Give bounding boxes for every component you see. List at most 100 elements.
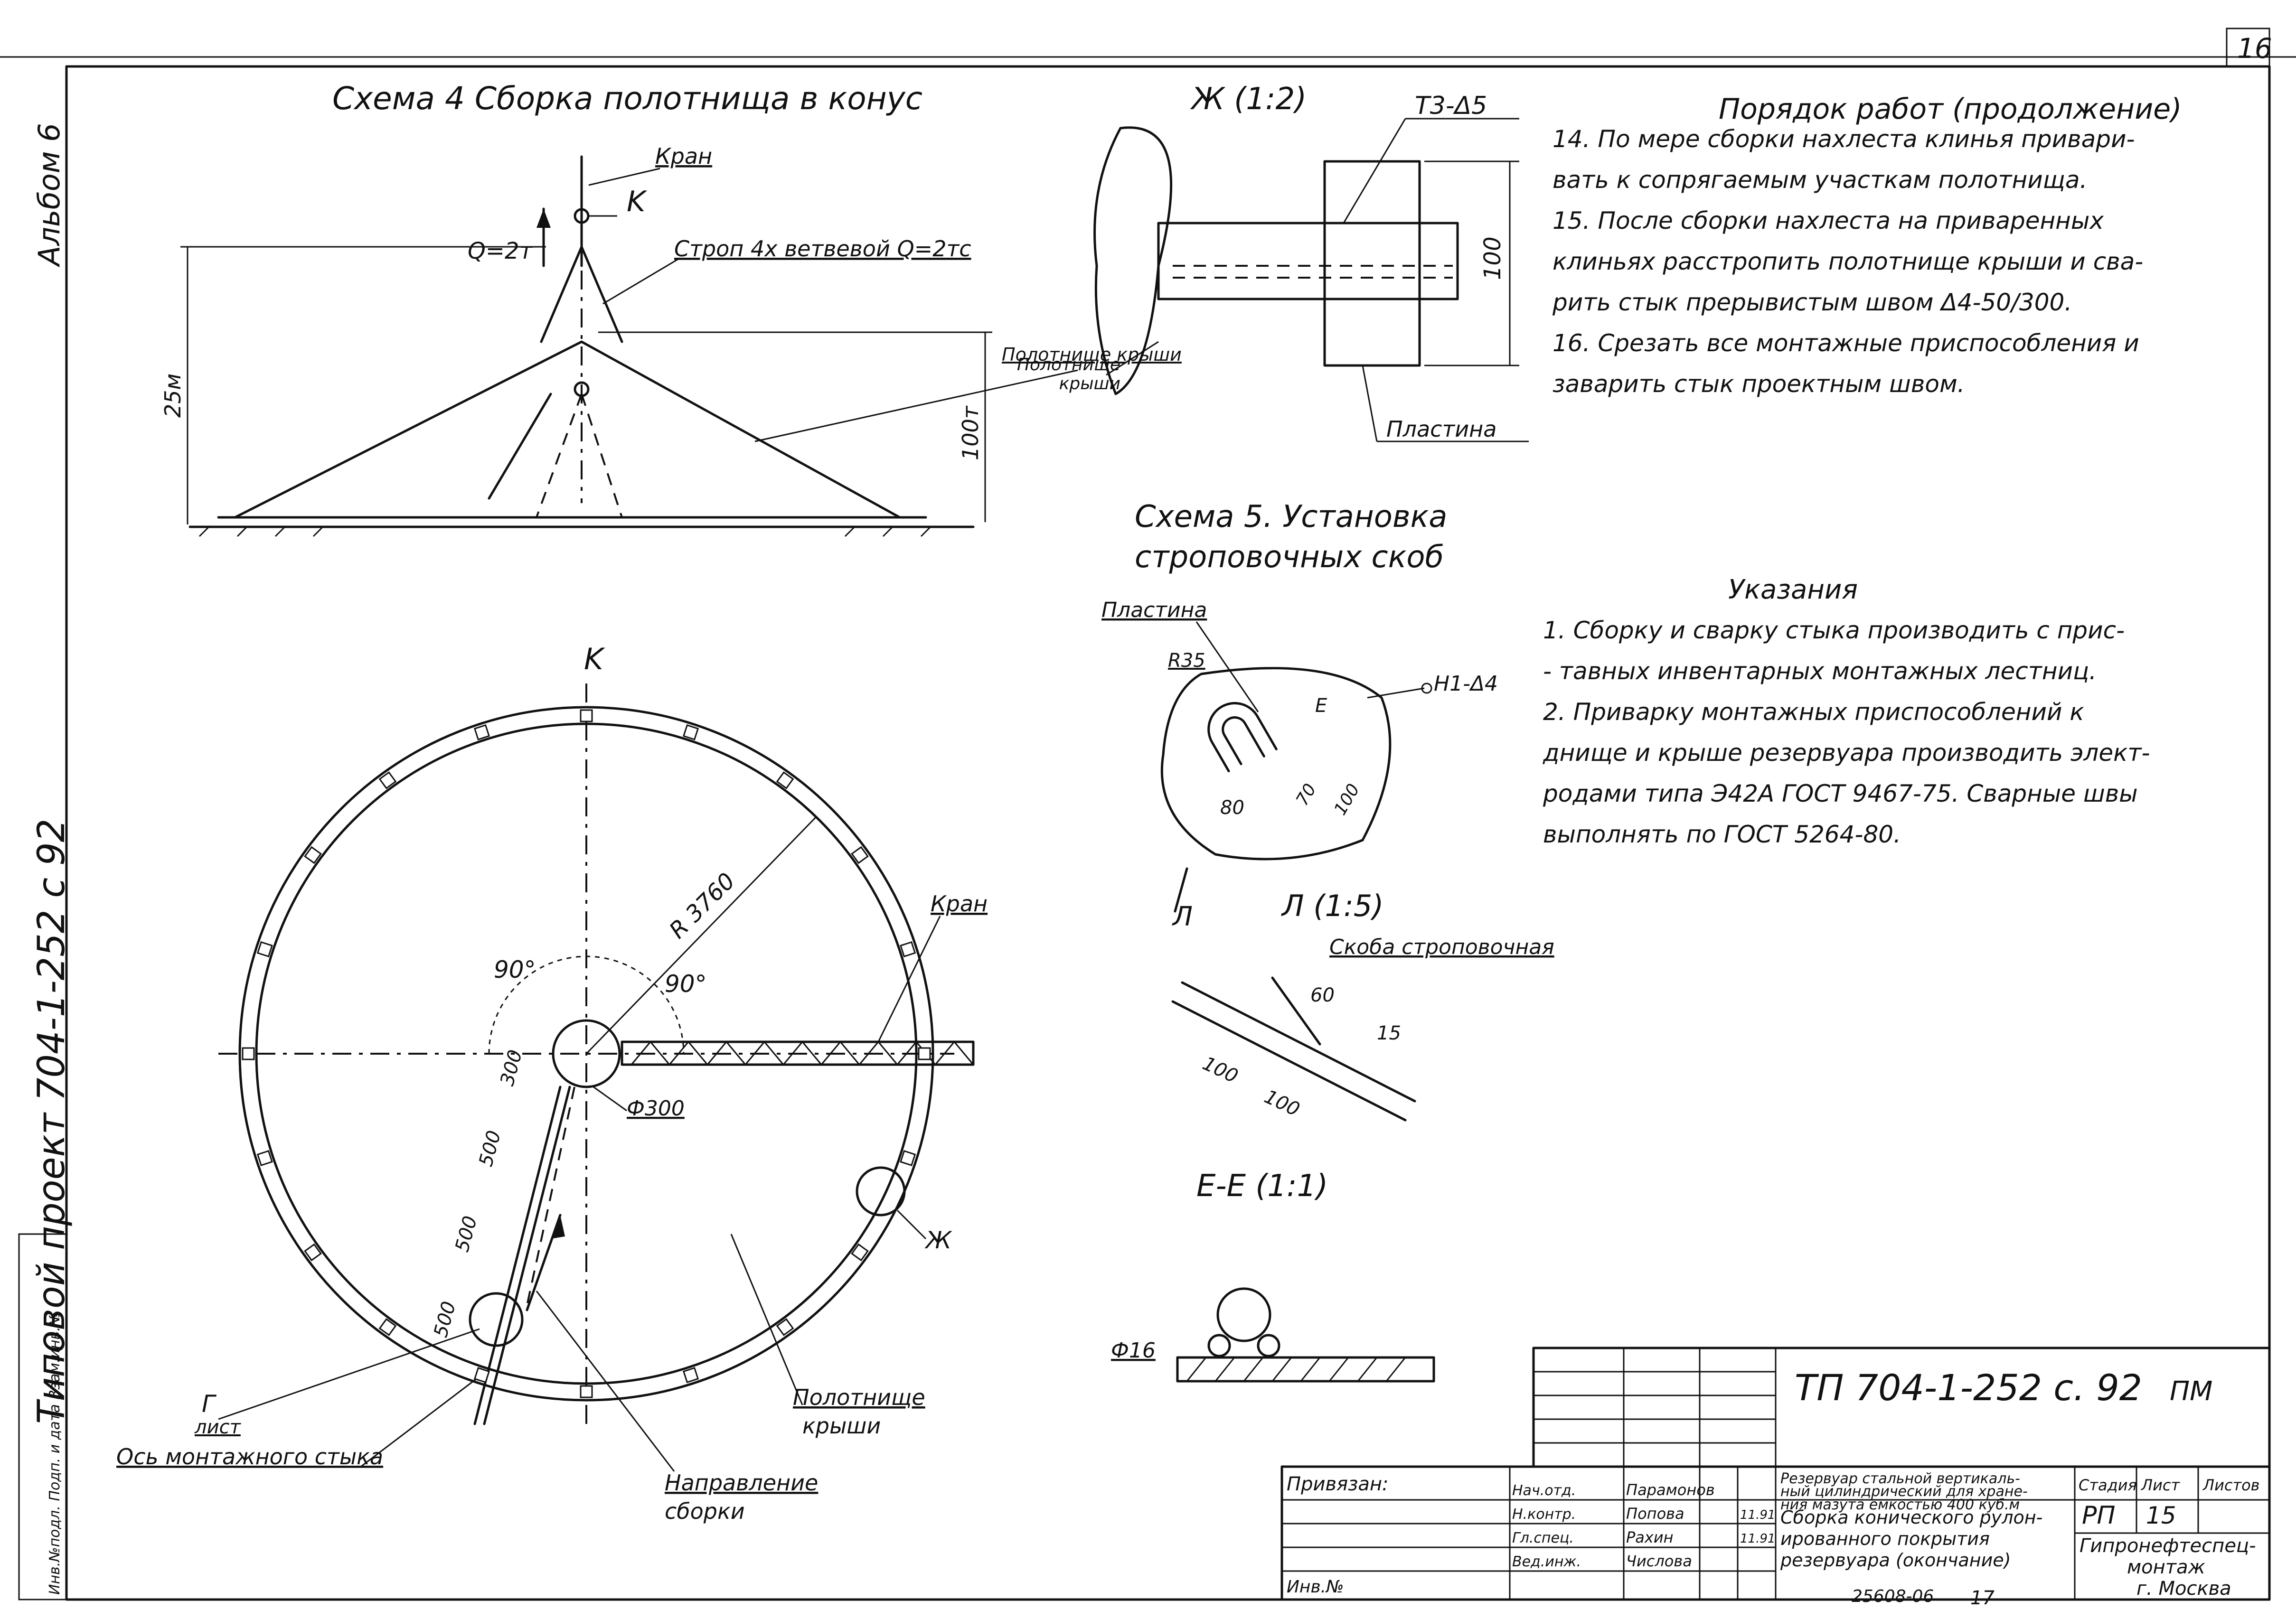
tb-stage-h: Стадия (2079, 1476, 2137, 1494)
ring-clamp (256, 1150, 273, 1167)
tb-drawing-3: резервуара (окончание) (1780, 1550, 2011, 1571)
tb-pm: ПМ (2170, 1376, 2212, 1407)
e-label-s5: Е (1315, 695, 1327, 717)
tb-date-1: 11.91 (1740, 1508, 1775, 1522)
section-e: Е-Е (1:1) Ф16 (1111, 1169, 1435, 1383)
tb-role-1: Нач.отд. (1512, 1482, 1576, 1499)
ring-clamp (378, 771, 397, 789)
tb-order: 25608-06 (1852, 1587, 1934, 1606)
dim-80: 80 (1220, 797, 1244, 819)
radius-line (585, 815, 818, 1055)
ring-clamp (378, 1318, 397, 1336)
crane-lattice (630, 1040, 974, 1066)
ring-clamp (776, 771, 794, 789)
cover-label-s4: Полотнище крыши (1002, 344, 1182, 365)
section-l: Л Л (1:5) Скоба строповочная 60 15 100 1… (1171, 867, 1554, 1122)
joint-axis: Ось монтажного стыка (116, 1444, 383, 1469)
weld-leader (1343, 118, 1406, 224)
seam-line-1 (473, 1086, 562, 1425)
ground-hatch (198, 526, 932, 537)
dir-arrowhead (551, 1215, 565, 1239)
inner-dash-1 (536, 393, 583, 518)
ring-clamp (256, 941, 273, 957)
seam-dash-plan (526, 1086, 575, 1306)
tb-name-1: Парамонов (1626, 1481, 1715, 1499)
side-stamp-box (18, 1233, 67, 1600)
weld-dot (1421, 683, 1432, 694)
plate-rect (1323, 160, 1421, 367)
crane-plan: Кран (931, 891, 988, 917)
scheme-4: Схема 4 Сборка полотнища в конус Кран K … (160, 80, 1182, 537)
tb-sheets-h: Листов (2202, 1476, 2260, 1494)
tb-object-2: ный цилиндрический для хране- (1780, 1483, 2028, 1500)
tb-drawing-1: Сборка конического рулон- (1780, 1507, 2042, 1528)
work-order-line: вать к сопрягаемым участкам полотнища. (1553, 166, 2088, 194)
scheme-5: Схема 5. Установка строповочных скоб Пла… (1101, 499, 1498, 861)
instructions-notes: 1. Сборку и сварку стыка производить с п… (1543, 610, 2150, 855)
instruction-line: 1. Сборку и сварку стыка производить с п… (1543, 617, 2125, 644)
ring-clamp (580, 1385, 593, 1398)
cover-zh-1: Полотнище (1017, 355, 1120, 374)
ring-clamp (900, 941, 916, 957)
section-plate-2 (1171, 1000, 1407, 1122)
radius-label: R 3760 (664, 868, 740, 944)
dir-leader (536, 1291, 675, 1472)
tb-page: 17 (1970, 1587, 1995, 1609)
tb-org-2: монтаж (2127, 1556, 2205, 1578)
dim-15: 15 (1377, 1022, 1401, 1044)
work-order-title: Порядок работ (продолжение) (1719, 93, 2182, 126)
ring-clamp (851, 1243, 869, 1262)
detail-blob (1160, 667, 1392, 861)
break-outline (1093, 126, 1173, 395)
weld-zh: Т3-Δ5 (1415, 92, 1487, 120)
outer-frame (65, 65, 2271, 1601)
cover-leader-zh (1106, 341, 1159, 376)
angle-left: 90° (494, 956, 536, 983)
tb-role-2: Н.контр. (1512, 1506, 1576, 1523)
diam-leader (593, 1086, 627, 1112)
g-leader (218, 1328, 480, 1420)
sling-leader (602, 258, 679, 305)
tb-name-3: Рахин (1626, 1528, 1674, 1546)
sling-right (580, 245, 623, 343)
tb-date-2: 11.91 (1740, 1532, 1775, 1546)
crane-hook (574, 208, 590, 224)
tb-stage: РП (2082, 1501, 2115, 1530)
crane-boom (621, 1040, 975, 1066)
dim-100-zh-text: 100 (1479, 236, 1506, 280)
sling-left (540, 245, 583, 343)
tank-outer (238, 706, 934, 1402)
cover-zh-2: крыши (1059, 374, 1120, 393)
angle-right: 90° (665, 970, 707, 998)
tb-bound: Привязан: (1287, 1473, 1389, 1495)
tb-object-3: ния мазута емкостью 400 куб.м (1780, 1497, 2020, 1513)
instruction-line: днище и крыше резервуара производить эле… (1543, 739, 2150, 767)
g-sub: лист (194, 1416, 242, 1438)
dim-70: 70 (1292, 780, 1320, 809)
e-rod (1216, 1287, 1271, 1342)
e-hatch (1186, 1357, 1406, 1382)
angle-arc (488, 955, 685, 1054)
ring-clamp (900, 1150, 916, 1167)
plate-zh: Пластина (1386, 416, 1496, 442)
album-label: Альбом 6 (32, 123, 66, 268)
plate-leader-s5 (1195, 621, 1259, 712)
tb-role-3: Гл.спец. (1512, 1530, 1574, 1546)
tb-role-4: Вед.инж. (1512, 1553, 1581, 1570)
sling-label: Строп 4х ветвевой Q=2тс (674, 236, 971, 262)
detail-zh: Ж (1:2) 100 Т3-Δ5 Полотнище крыши Пласти… (1017, 82, 1529, 442)
work-order-notes: 14. По мере сборки нахлеста клинья прива… (1553, 119, 2143, 404)
scheme4-title: Схема 4 Сборка полотнища в конус (332, 80, 922, 117)
sheet-number-box (2226, 28, 2270, 67)
work-order-line: заварить стык проектным швом. (1553, 370, 1965, 398)
cover-plan-2: крыши (802, 1413, 881, 1439)
cone-shape (234, 340, 901, 519)
instruction-line: выполнять по ГОСТ 5264-80. (1543, 821, 1901, 848)
tb-inv: Инв.№ (1287, 1577, 1344, 1597)
ring-clamp (851, 846, 869, 864)
e-weld-1 (1207, 1334, 1231, 1357)
diam-label: Ф300 (627, 1096, 685, 1121)
ring-clamp (776, 1318, 794, 1336)
tb-org-1: Гипронефтеспец- (2080, 1535, 2256, 1557)
